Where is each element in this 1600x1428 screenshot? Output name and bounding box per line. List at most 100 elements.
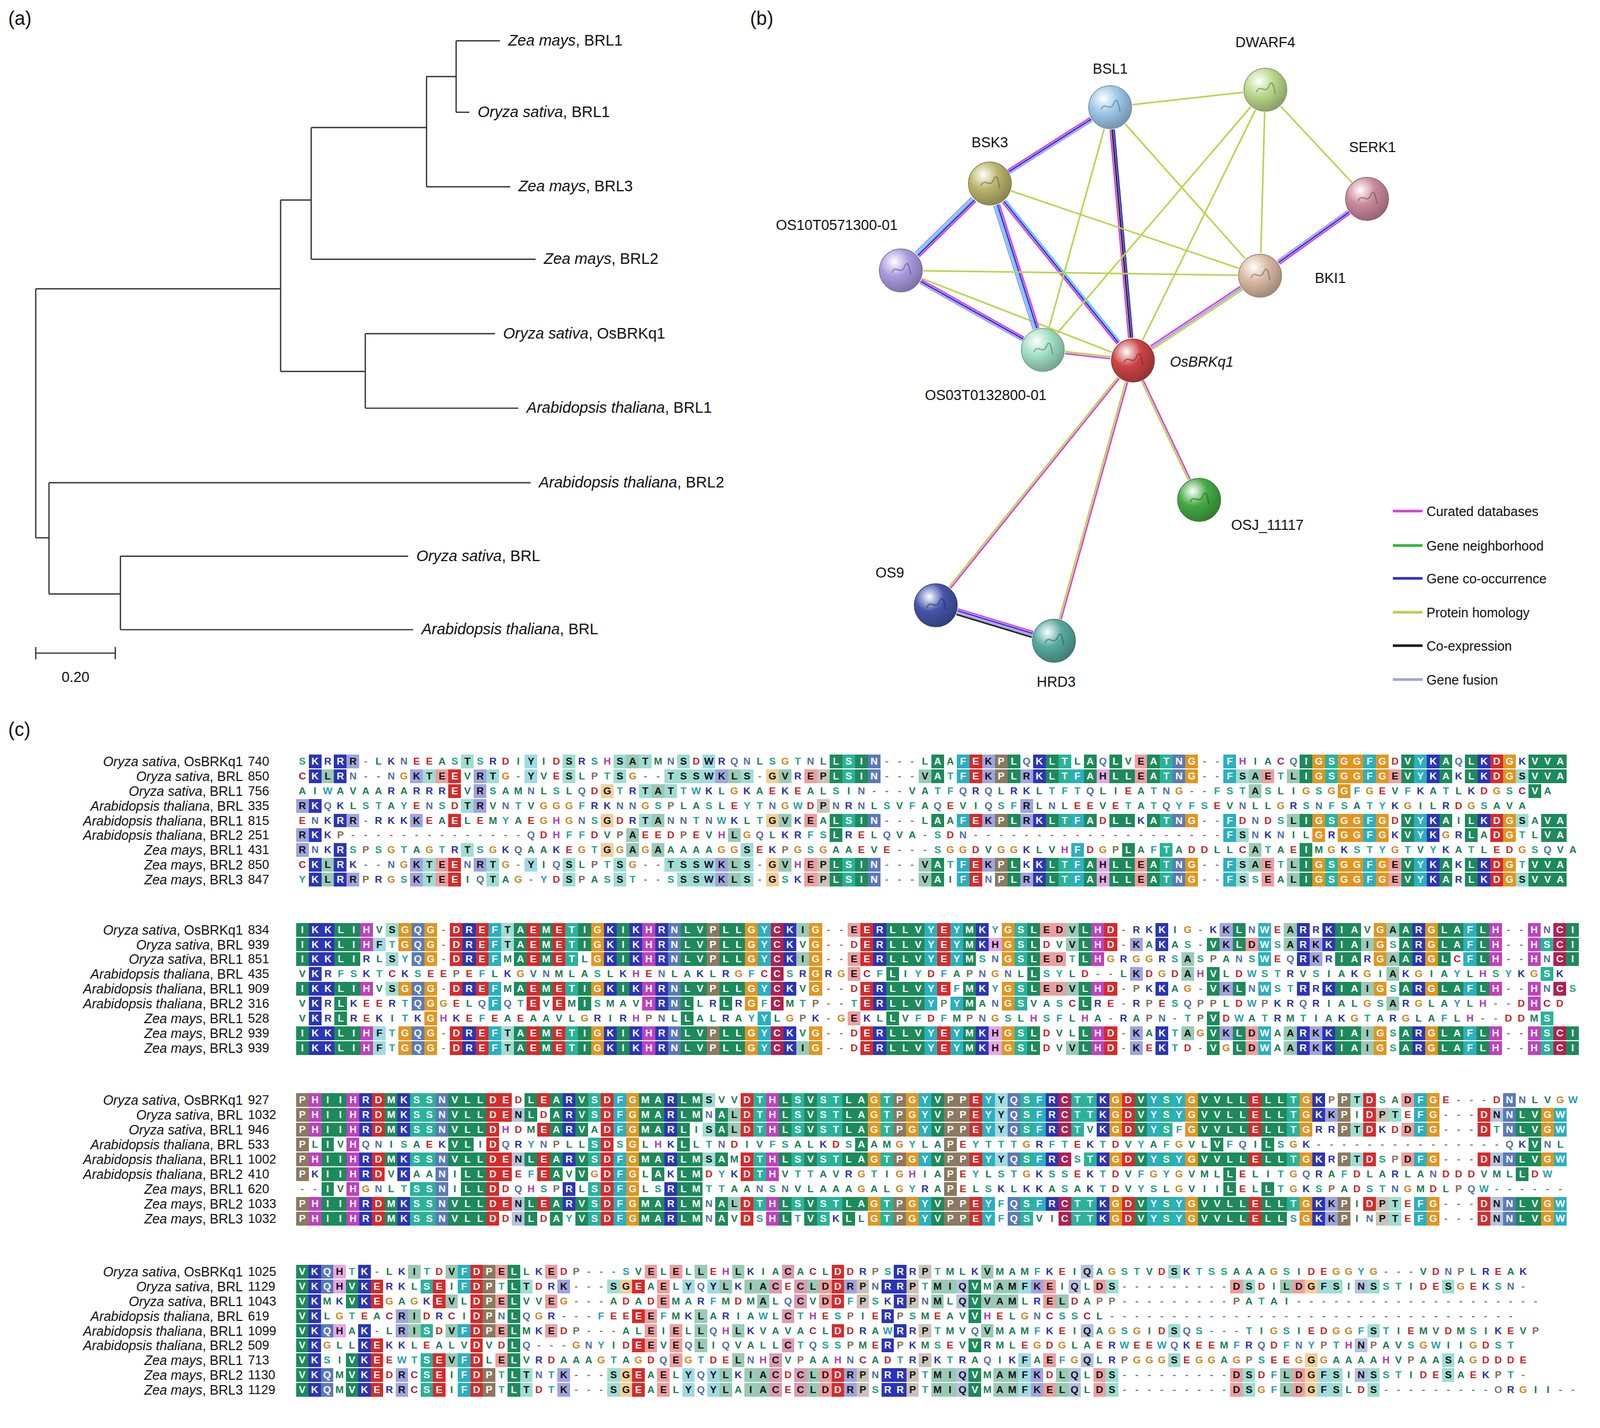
residue: A [1450, 981, 1464, 996]
residue: E [1388, 769, 1402, 784]
legend-swatch [1392, 544, 1423, 547]
residue: C [770, 937, 784, 952]
residue: M [1527, 1011, 1541, 1026]
residue: N [308, 842, 322, 857]
residue: A [1134, 798, 1148, 813]
residue: F [1223, 872, 1237, 887]
residue: G [715, 842, 728, 857]
residue: P [575, 872, 589, 887]
residue: T [501, 922, 514, 937]
residue: I [1566, 937, 1579, 952]
residue: R [1020, 872, 1034, 887]
residue: Y [950, 1026, 964, 1040]
residue-number: 431 [247, 842, 270, 858]
residue: G [1373, 952, 1387, 966]
residue: I [616, 981, 630, 996]
residue: F [372, 1026, 386, 1040]
network-node: SERK1 [1344, 176, 1390, 222]
residue: I [1286, 784, 1300, 798]
residue: L [462, 996, 476, 1011]
residue: D [449, 937, 463, 952]
residue: F [873, 966, 886, 981]
residue: T [664, 769, 678, 784]
residue: S [1540, 966, 1554, 981]
residue: - [893, 872, 906, 887]
residue: G [1490, 784, 1504, 798]
residue: A [651, 842, 665, 857]
residue: - [834, 1026, 848, 1040]
node-circle [1176, 477, 1222, 523]
residue: N [1245, 922, 1259, 937]
residue: R [655, 1026, 669, 1040]
residue: - [1194, 937, 1207, 952]
residue: G [1363, 784, 1376, 798]
residue: D [1236, 813, 1249, 828]
residue: L [334, 937, 348, 952]
residue: R [1020, 798, 1034, 813]
residue: H [1096, 872, 1110, 887]
residue: T [1159, 857, 1173, 872]
residue: K [321, 813, 335, 828]
residue: S [385, 952, 399, 966]
residue: - [969, 828, 983, 842]
residue: T [664, 857, 678, 872]
residue: E [462, 966, 476, 981]
edge-strand [1277, 210, 1348, 261]
residue: E [969, 813, 983, 828]
residue: T [588, 842, 601, 857]
residue: G [1350, 813, 1364, 828]
residue: F [804, 828, 817, 842]
residue: K [1130, 937, 1143, 952]
residue: V [372, 981, 386, 996]
residue: K [1219, 981, 1233, 996]
residue: T [689, 813, 703, 828]
residue: P [1130, 981, 1143, 996]
residue: H [642, 1026, 655, 1040]
residue: K [501, 966, 514, 981]
residue: I [1286, 828, 1300, 842]
residue: W [1258, 952, 1271, 966]
residue: R [462, 937, 476, 952]
legend-text: Gene co-occurrence [1426, 571, 1548, 587]
residue-number: 939 [247, 937, 270, 953]
residue: S [296, 754, 309, 769]
network-edge [1142, 110, 1256, 341]
residue: K [372, 1011, 386, 1026]
sequence-row: IKKLIHVSGQG-DREFTAEMETIGKIKHRNLVPLLGYCKI… [296, 922, 1580, 937]
residue: M [603, 996, 617, 1011]
residue: - [410, 828, 423, 842]
residue: G [1361, 996, 1374, 1011]
residue: T [600, 857, 614, 872]
protein-icon [1101, 100, 1121, 112]
scale-bar-label: 0.20 [61, 669, 90, 686]
residue: L [1452, 784, 1465, 798]
residue: V [893, 798, 906, 813]
residue: F [1058, 784, 1072, 798]
residue: T [486, 872, 500, 887]
residue: M [963, 1026, 976, 1040]
residue: P [816, 798, 830, 813]
residue: H [629, 966, 643, 981]
residue: E [448, 813, 461, 828]
residue: L [1065, 966, 1079, 981]
residue: D [1514, 1011, 1528, 1026]
residue: V [911, 952, 925, 966]
residue: L [1412, 1011, 1426, 1026]
residue: E [860, 922, 874, 937]
residue: D [1232, 966, 1246, 981]
tree-branch [35, 652, 115, 654]
residue: L [1219, 996, 1233, 1011]
residue: P [809, 996, 822, 1011]
residue: E [689, 828, 703, 842]
residue: L [668, 966, 681, 981]
residue: L [1007, 872, 1021, 887]
residue: R [385, 996, 399, 1011]
residue: S [740, 872, 754, 887]
residue: - [1071, 828, 1084, 842]
residue: F [488, 996, 502, 1011]
residue: R [1007, 784, 1021, 798]
residue: L [1261, 798, 1275, 813]
residue: T [1065, 952, 1079, 966]
residue: F [562, 828, 576, 842]
node-circle [1344, 176, 1390, 222]
